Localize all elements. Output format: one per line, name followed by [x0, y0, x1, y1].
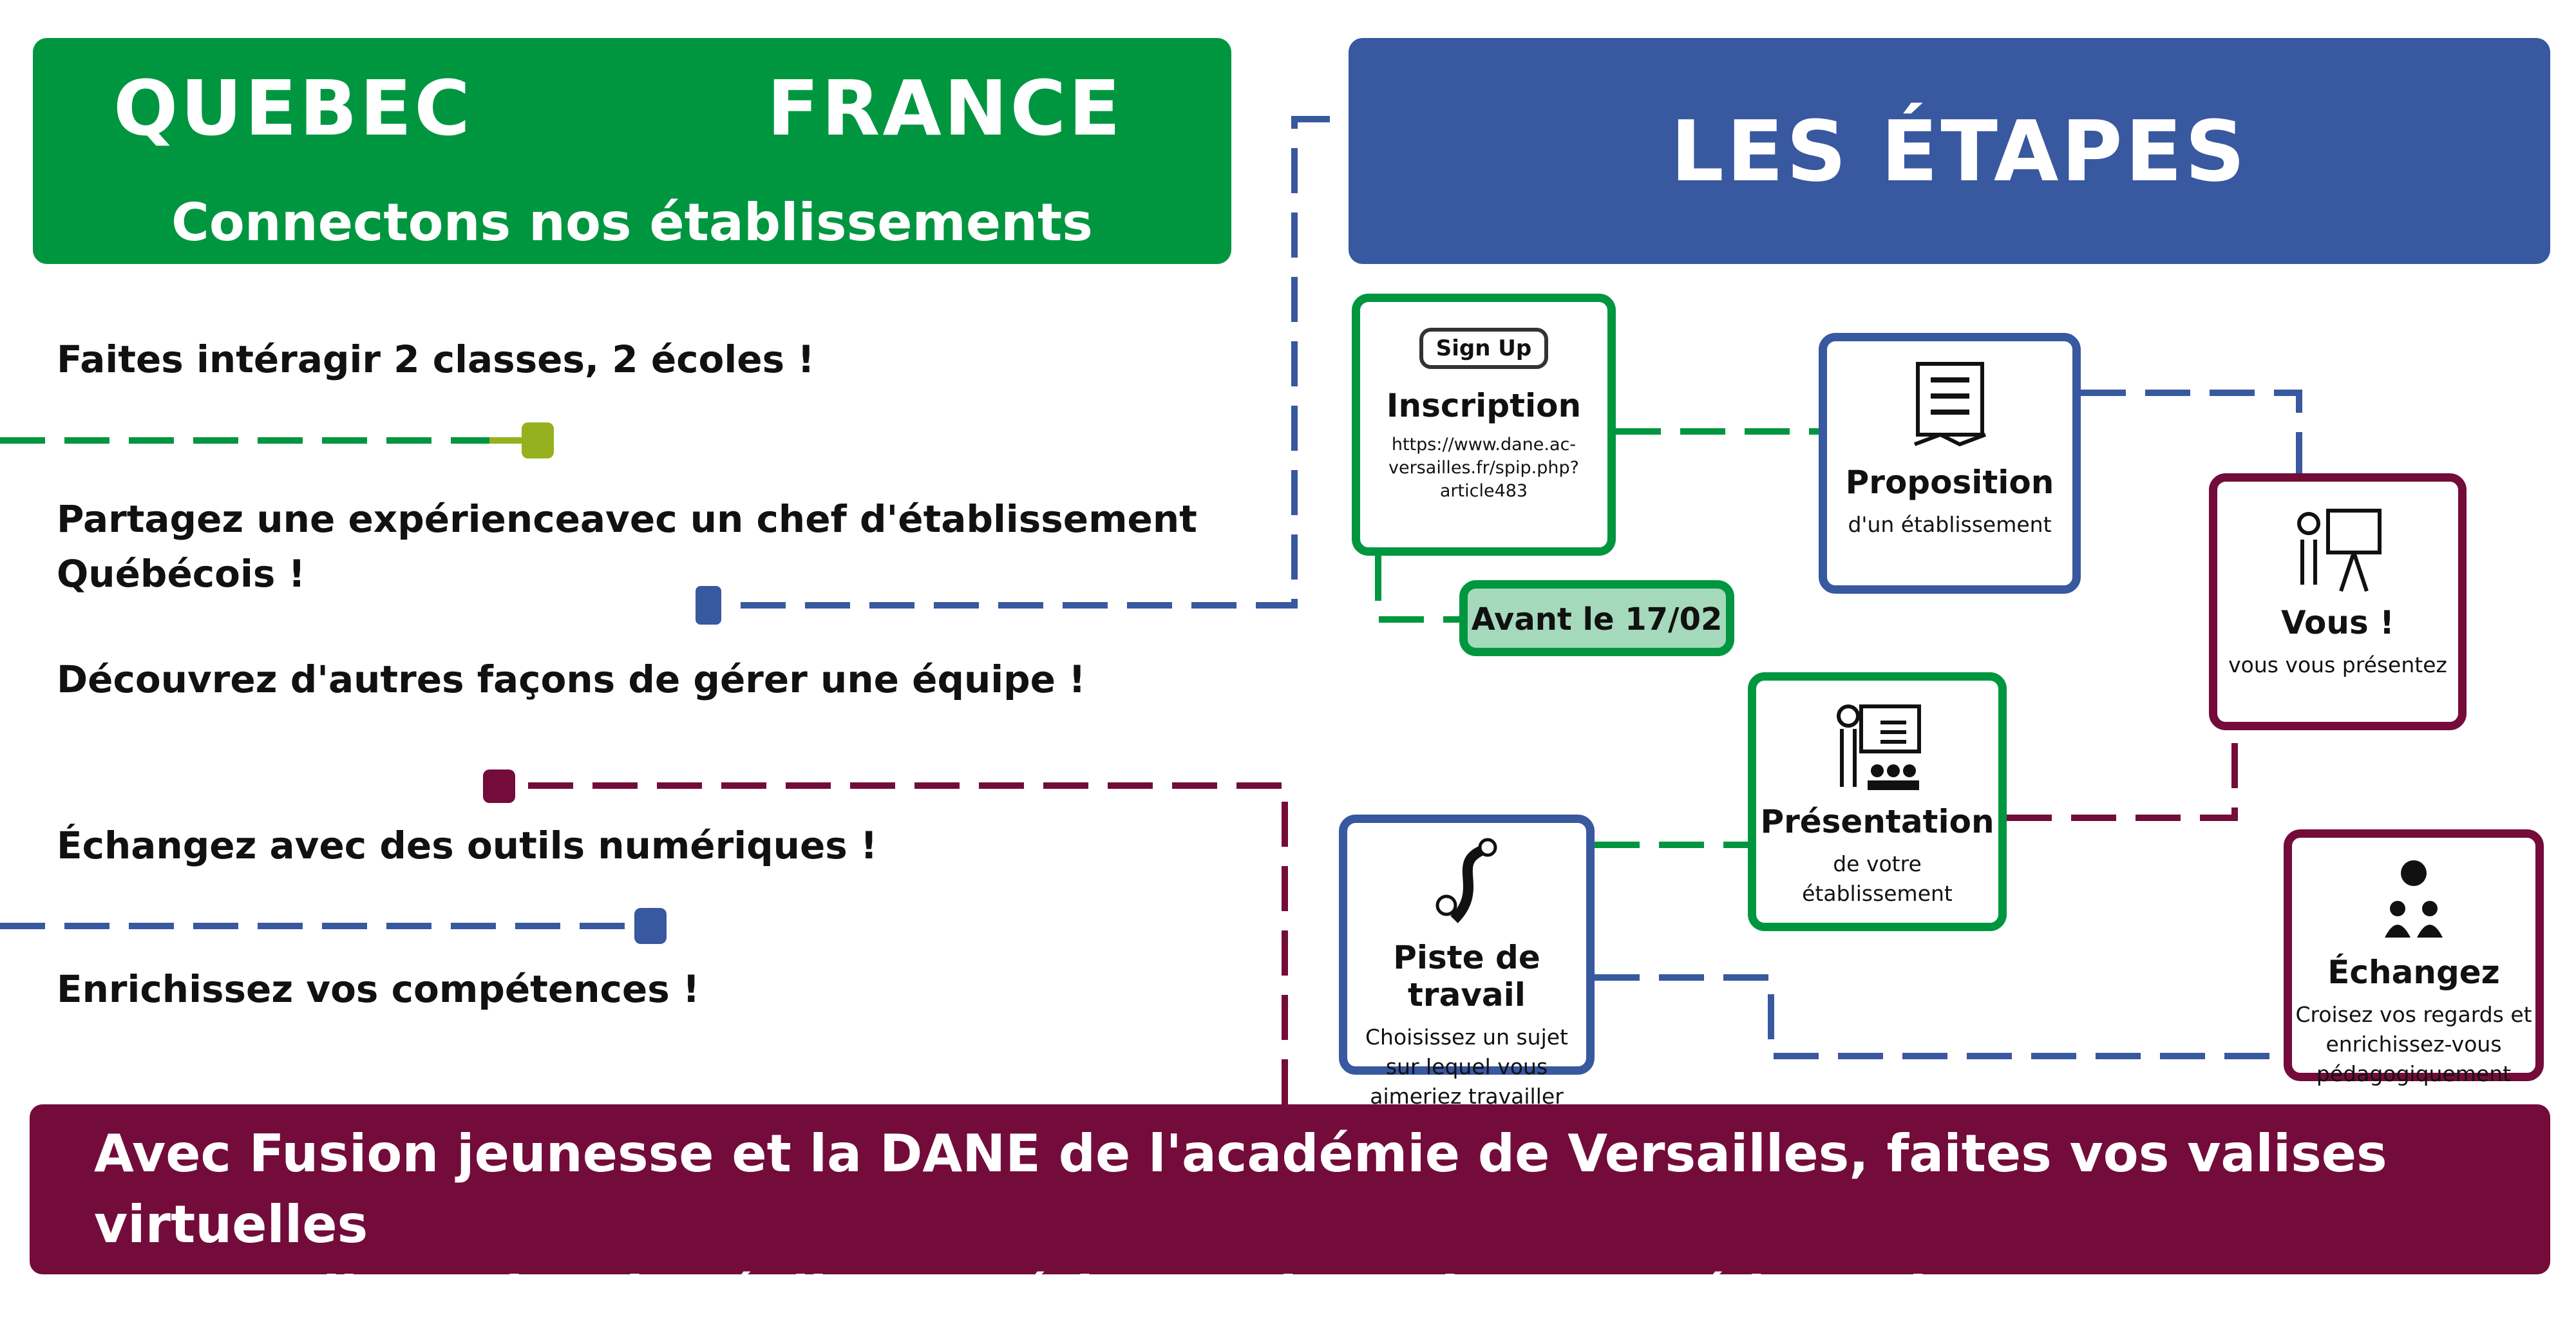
step-proposition: Proposition d'un établissement	[1819, 333, 2081, 594]
point-4: Échangez avec des outils numériques !	[57, 824, 878, 867]
title-france: FRANCE	[767, 64, 1123, 153]
step-vous: Vous ! vous vous présentez	[2209, 473, 2467, 730]
contract-handshake-icon	[1827, 361, 2072, 457]
inscription-link[interactable]: https://www.dane.ac- versailles.fr/spip.…	[1360, 433, 1607, 503]
point-5: Enrichissez vos compétences !	[57, 967, 700, 1011]
link-line[interactable]: https://www.dane.ac-	[1391, 435, 1577, 455]
route-pin-icon	[1347, 836, 1586, 932]
link-line[interactable]: article483	[1439, 481, 1528, 501]
point-2b: Québécois !	[57, 552, 306, 596]
footer-banner: Avec Fusion jeunesse et la DANE de l'aca…	[30, 1104, 2550, 1325]
footer-line-1: Avec Fusion jeunesse et la DANE de l'aca…	[94, 1124, 2387, 1254]
step-title: Vous !	[2281, 604, 2394, 641]
point-3: Découvrez d'autres façons de gérer une é…	[57, 657, 1086, 701]
step-title: Proposition	[1845, 464, 2054, 501]
people-chat-icon	[2292, 851, 2535, 947]
plug-icon-lime	[522, 422, 554, 458]
classroom-presentation-icon	[1756, 700, 1998, 797]
step-desc: de votre établissement	[1802, 851, 1953, 906]
plug-icon-blue-2	[634, 908, 667, 944]
plug-icon-blue	[696, 586, 721, 625]
step-desc: vous vous présentez	[2228, 652, 2447, 677]
point-2: Partagez une expérienceavec un chef d'ét…	[57, 497, 1197, 541]
step-title: Piste de travail	[1393, 939, 1540, 1014]
deadline-badge: Avant le 17/02	[1459, 580, 1734, 656]
title-quebec: QUEBEC	[113, 64, 473, 153]
plug-icon-maroon	[483, 769, 515, 803]
header-right: LES ÉTAPES	[1349, 38, 2550, 264]
step-title: Présentation	[1760, 803, 1994, 840]
step-inscription: Sign Up Inscription https://www.dane.ac-…	[1352, 294, 1616, 556]
step-desc: d'un établissement	[1848, 512, 2052, 537]
title-etapes: LES ÉTAPES	[1671, 102, 2248, 200]
point-1: Faites intéragir 2 classes, 2 écoles !	[57, 337, 815, 381]
step-title: Inscription	[1386, 387, 1582, 424]
step-presentation: Présentation de votre établissement	[1748, 672, 2007, 931]
sign-up-icon: Sign Up	[1419, 328, 1549, 369]
header-left: QUEBEC FRANCE Connectons nos établisseme…	[33, 38, 1231, 264]
link-line[interactable]: versailles.fr/spip.php?	[1388, 458, 1579, 478]
header-subtitle: Connectons nos établissements	[171, 193, 1093, 252]
step-title: Échangez	[2327, 954, 2500, 991]
footer-line-2: et remplissez-les de réelles expériences…	[94, 1265, 2108, 1325]
presenter-icon	[2217, 501, 2458, 598]
